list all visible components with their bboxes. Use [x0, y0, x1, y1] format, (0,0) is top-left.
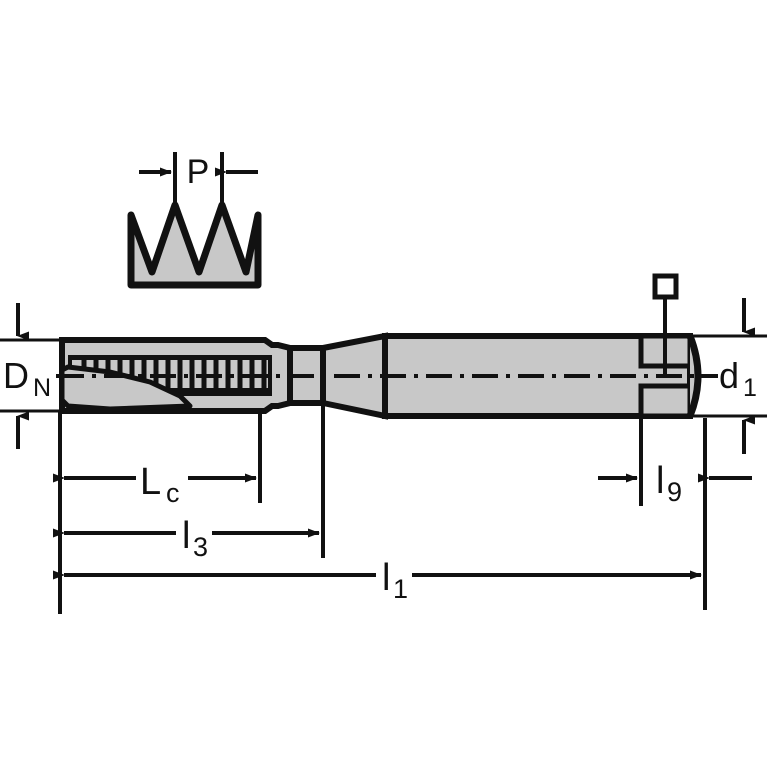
d1-label: d — [719, 355, 739, 396]
square-drive-symbol — [652, 273, 679, 376]
tap-body-view — [58, 332, 716, 420]
l9-label-subscript: 9 — [667, 477, 682, 507]
Lc-label: L — [140, 461, 161, 503]
dimension-l3: l 3 — [53, 515, 320, 562]
l1-label: l — [382, 557, 390, 599]
dimension-Lc: L c — [53, 461, 257, 508]
square-flat-bottom — [638, 383, 693, 419]
l9-label: l — [656, 460, 664, 502]
DN-label: D — [3, 355, 29, 396]
l3-label: l — [182, 515, 190, 557]
l1-label-subscript: 1 — [393, 574, 408, 604]
thread-profile-shape — [127, 201, 262, 289]
dimension-l1: l 1 — [53, 557, 702, 604]
pitch-label: P — [187, 153, 210, 191]
d1-label-subscript: 1 — [743, 374, 757, 402]
dimension-d1: d 1 — [660, 298, 767, 454]
dimension-l9: l 9 — [598, 460, 752, 507]
Lc-label-subscript: c — [166, 478, 180, 508]
square-icon — [652, 273, 679, 300]
DN-label-subscript: N — [33, 374, 51, 402]
dimension-DN: D N — [0, 303, 112, 449]
l3-label-subscript: 3 — [193, 532, 208, 562]
thread-profile-detail-view: P — [127, 152, 262, 289]
vertical-extension-lines — [58, 403, 707, 614]
